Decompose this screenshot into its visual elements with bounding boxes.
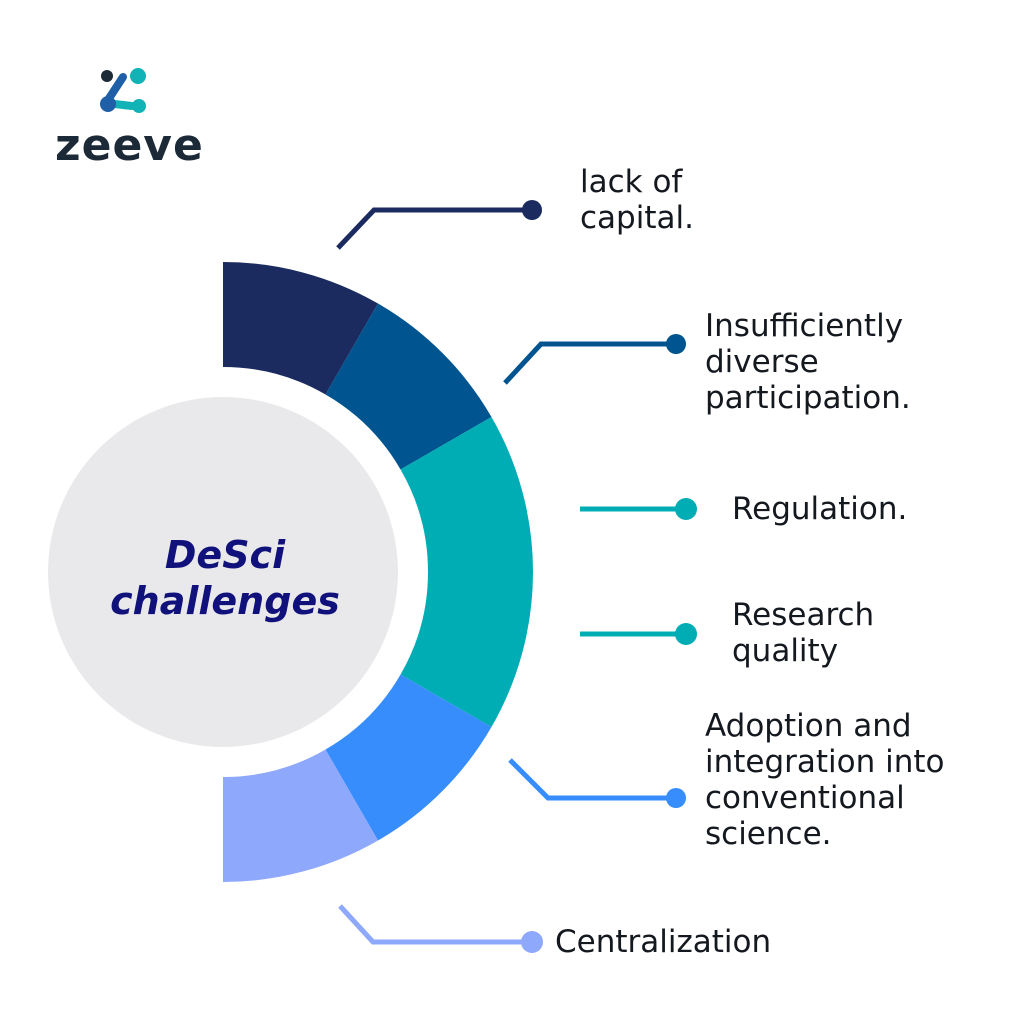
connector-lack-of-capital <box>336 200 542 250</box>
segment-lack-of-capital <box>223 262 378 395</box>
zeeve-logo-icon <box>100 68 146 113</box>
center-circle <box>48 397 398 747</box>
label-lack-of-capital: lack of capital. <box>580 164 694 236</box>
label-regulation: Regulation. <box>732 491 908 527</box>
brand-name: zeeve <box>55 120 204 171</box>
label-research-quality: Research quality <box>732 597 875 669</box>
segment-adoption <box>325 674 492 841</box>
center-title: DeSci challenges <box>110 533 340 623</box>
connector-diverse-participation <box>503 334 686 385</box>
segment-diverse-participation <box>325 303 492 470</box>
connector-adoption <box>508 758 686 808</box>
label-diverse-participation: Insufficiently diverse participation. <box>705 308 911 416</box>
label-centralization: Centralization <box>555 924 772 960</box>
label-adoption: Adoption and integration into convention… <box>705 708 945 852</box>
segment-centralization <box>223 749 378 882</box>
segment-research-quality <box>400 572 533 727</box>
connector-centralization <box>338 904 543 953</box>
segment-regulation <box>400 417 533 572</box>
connector-regulation <box>580 498 697 520</box>
connector-research-quality <box>580 623 697 645</box>
segment-ring <box>223 262 533 882</box>
